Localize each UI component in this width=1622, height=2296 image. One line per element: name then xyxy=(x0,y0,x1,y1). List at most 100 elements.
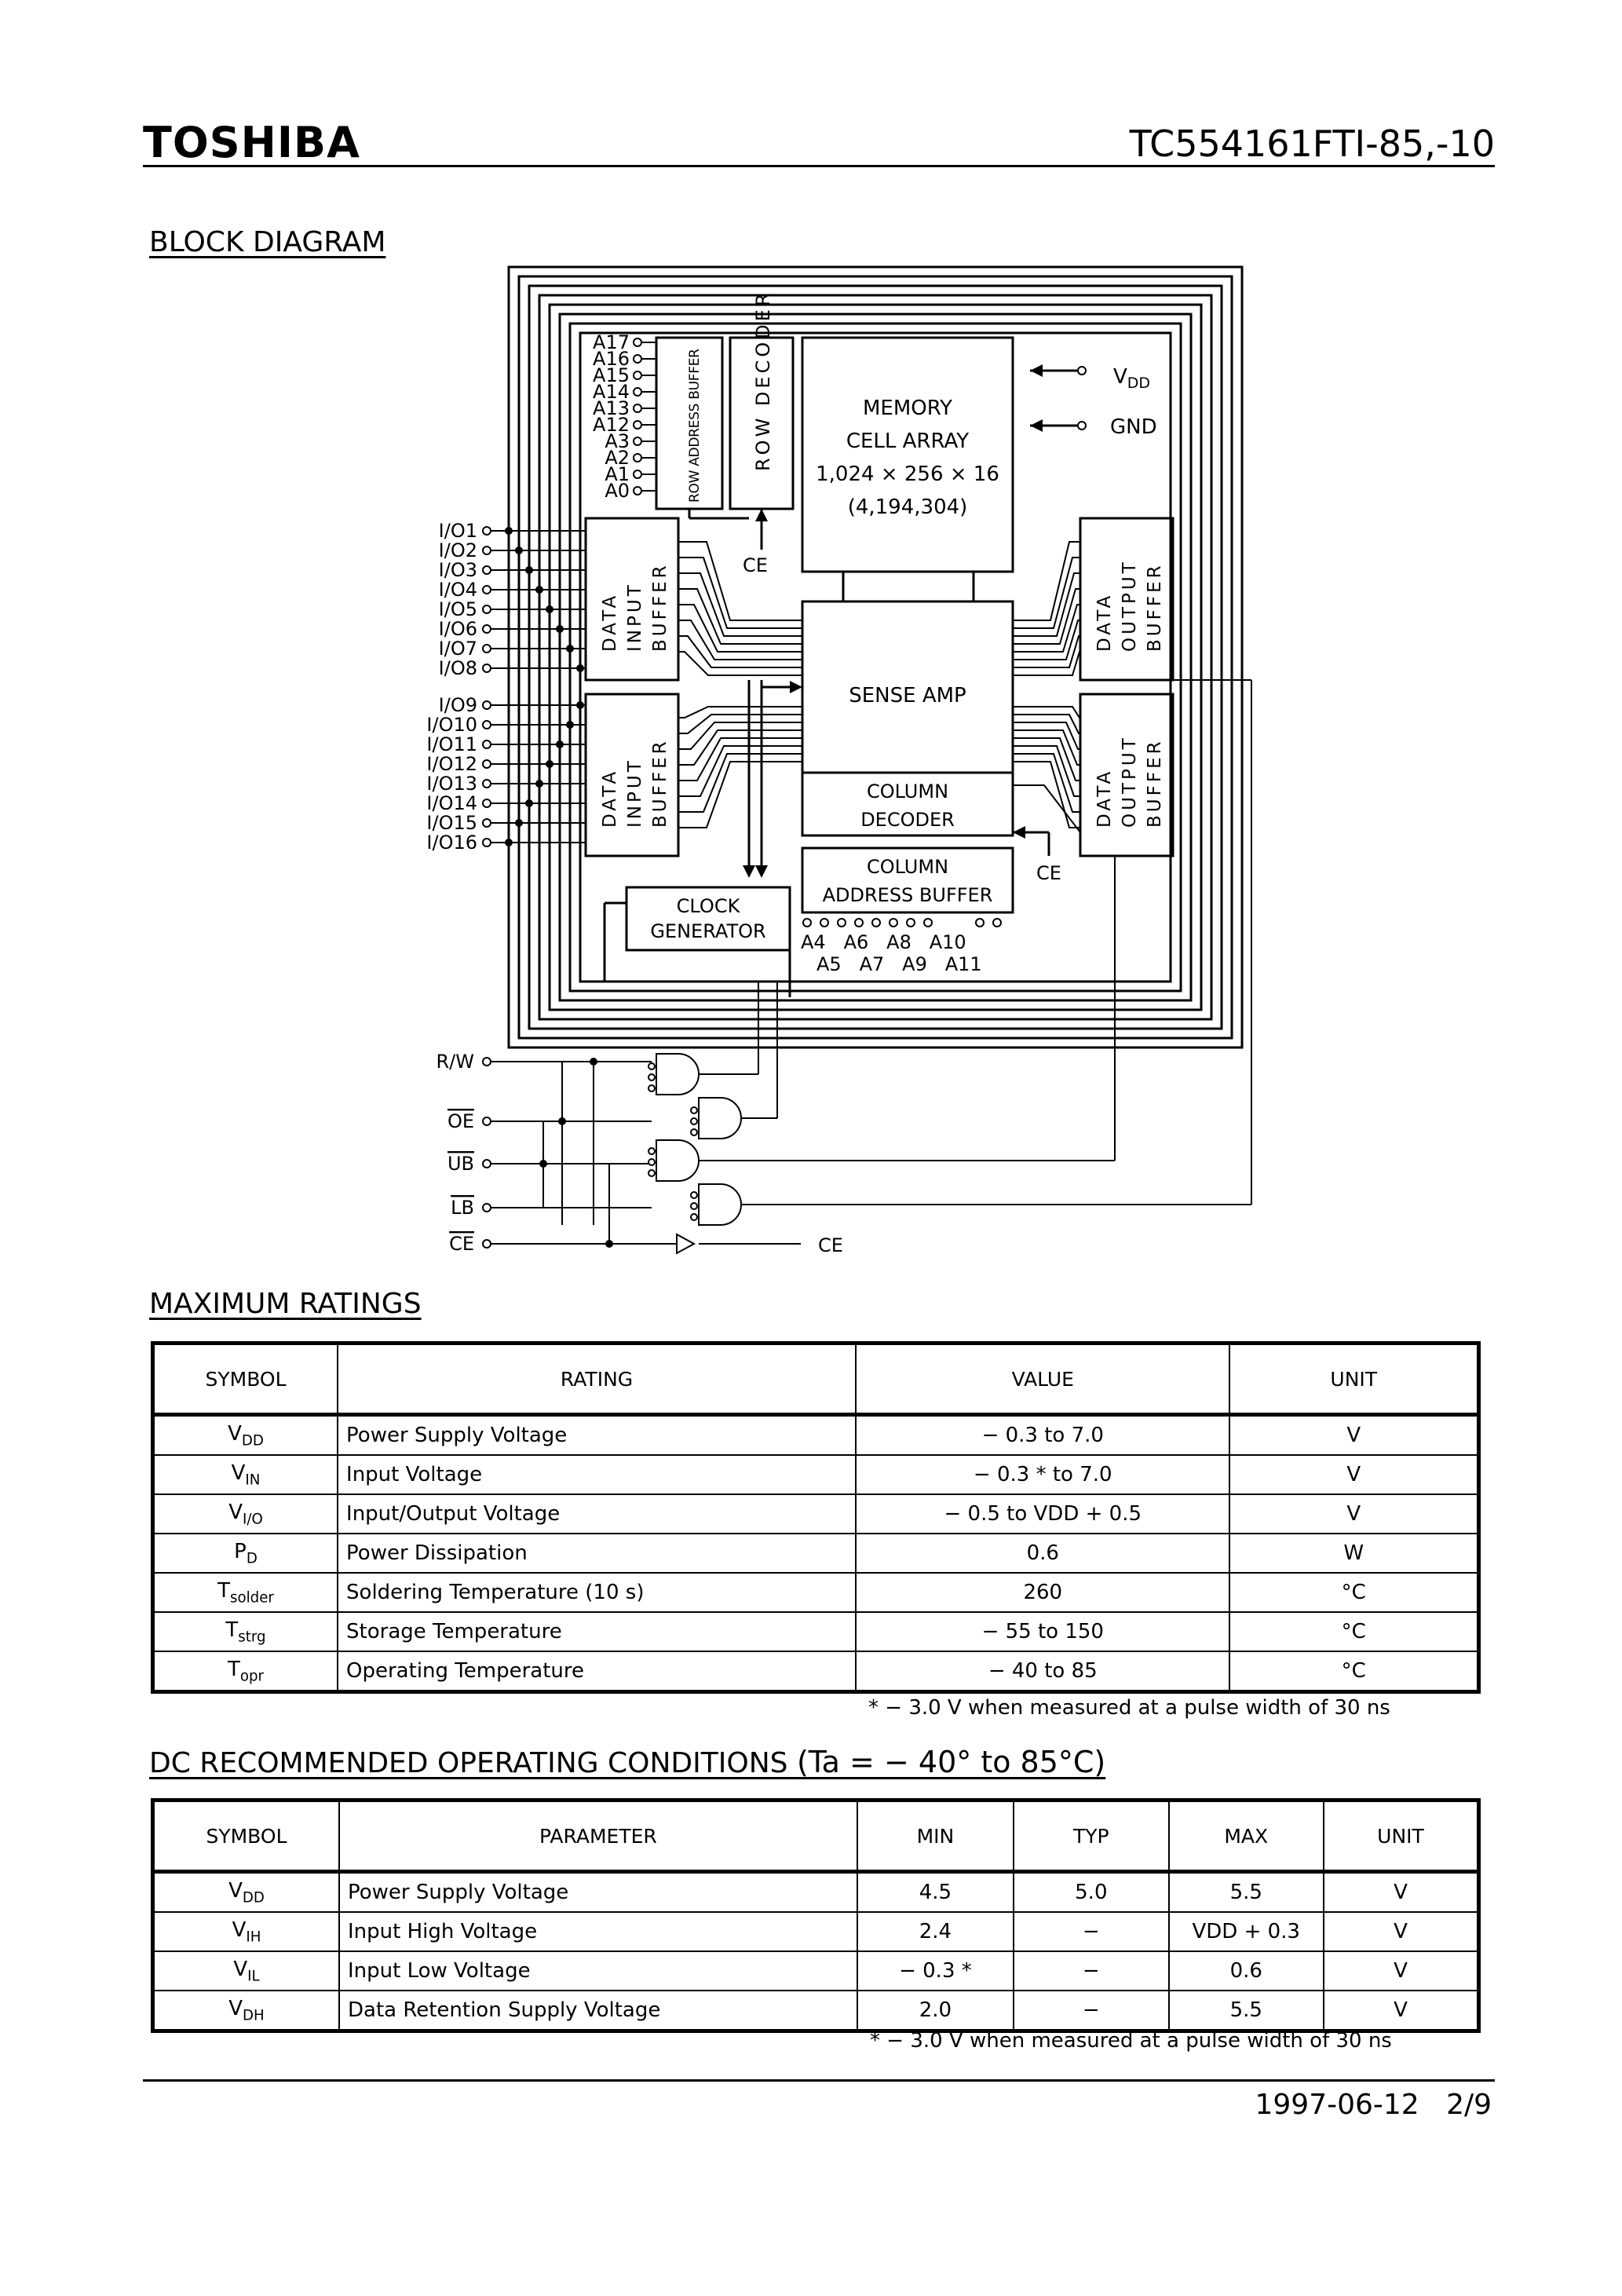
io-label-6: I/O6 xyxy=(439,618,477,640)
io-label-15: I/O15 xyxy=(426,812,477,834)
input-buffer-lower-l3: BUFFER xyxy=(650,738,670,828)
max-ratings-title: MAXIMUM RATINGS xyxy=(149,1288,422,1320)
col-unit: UNIT xyxy=(1322,1799,1480,1873)
page-footer: 1997-06-12 2/9 xyxy=(1255,2089,1492,2121)
input-buffer-upper-l1: DATA xyxy=(600,593,620,652)
ctrl-lb-label: LB xyxy=(451,1197,474,1219)
memory-label-1: MEMORY xyxy=(863,397,952,420)
ce-label-row: CE xyxy=(743,554,768,576)
output-buffer-upper-l3: BUFFER xyxy=(1145,562,1165,652)
column-address-buffer-label-2: ADDRESS BUFFER xyxy=(823,884,993,906)
col-symbol: SYMBOL xyxy=(152,1342,339,1416)
table-row: VIL Input Low Voltage − 0.3 * − 0.6 V xyxy=(152,1951,1480,1991)
gnd-label: GND xyxy=(1110,415,1157,439)
row-address-buffer-label: ROW ADDRESS BUFFER xyxy=(687,345,703,503)
sense-amp-label: SENSE AMP xyxy=(849,684,966,707)
ctrl-ce-label: CE xyxy=(449,1233,474,1255)
table-row: Tstrg Storage Temperature − 55 to 150 °C xyxy=(152,1611,1480,1652)
data-input-buffer-upper xyxy=(584,517,680,682)
column-decoder-label-2: DECODER xyxy=(860,809,955,831)
brand-logo: TOSHIBA xyxy=(143,118,360,167)
dc-conditions-range: (Ta = − 40° to 85°C) xyxy=(796,1745,1106,1779)
data-output-buffer-lower xyxy=(1079,693,1174,857)
pin-a13: A13 xyxy=(593,397,630,419)
row-decoder-label: ROW DECODER xyxy=(752,290,774,471)
block-diagram-title: BLOCK DIAGRAM xyxy=(149,226,386,258)
ctrl-oe-label: OE xyxy=(448,1110,474,1132)
pin-a14: A14 xyxy=(593,381,630,403)
io-label-9: I/O9 xyxy=(439,694,477,716)
output-buffer-lower-l2: OUTPUT xyxy=(1120,735,1140,828)
pin-a12: A12 xyxy=(593,414,630,436)
ce-output-label: CE xyxy=(818,1234,843,1256)
column-pins-top: A4 A6 A8 A10 xyxy=(801,931,966,953)
column-address-buffer-label-1: COLUMN xyxy=(867,856,948,878)
max-ratings-table: SYMBOL RATING VALUE UNIT VDD Power Suppl… xyxy=(151,1341,1481,1694)
column-decoder-label-1: COLUMN xyxy=(867,781,948,803)
io-label-16: I/O16 xyxy=(426,832,477,854)
pin-a0: A0 xyxy=(605,480,630,502)
io-label-11: I/O11 xyxy=(426,733,477,755)
memory-cell-array xyxy=(801,336,1014,573)
column-pins-bottom: A5 A7 A9 A11 xyxy=(816,953,982,975)
vdd-label: VDD xyxy=(1113,365,1150,392)
io-label-12: I/O12 xyxy=(426,753,477,775)
footer-date: 1997-06-12 xyxy=(1255,2089,1419,2121)
input-buffer-lower-l2: INPUT xyxy=(625,758,645,828)
col-min: MIN xyxy=(856,1799,1015,1873)
dc-conditions-title: DC RECOMMENDED OPERATING CONDITIONS (Ta … xyxy=(149,1745,1106,1779)
footer-rule xyxy=(143,2079,1495,2082)
clock-generator-label-1: CLOCK xyxy=(677,895,741,917)
col-rating: RATING xyxy=(337,1342,857,1416)
input-buffer-lower-l1: DATA xyxy=(600,769,620,828)
io-label-2: I/O2 xyxy=(439,539,477,561)
io-label-13: I/O13 xyxy=(426,773,477,795)
header-rule xyxy=(143,165,1495,167)
max-ratings-footnote: * − 3.0 V when measured at a pulse width… xyxy=(868,1696,1390,1720)
table-row: VIH Input High Voltage 2.4 − VDD + 0.3 V xyxy=(152,1911,1480,1952)
output-buffer-upper-l2: OUTPUT xyxy=(1120,559,1140,652)
clock-generator-label-2: GENERATOR xyxy=(650,920,765,942)
memory-label-2: CELL ARRAY xyxy=(846,430,969,453)
pin-a1: A1 xyxy=(605,463,630,485)
io-label-10: I/O10 xyxy=(426,714,477,736)
col-parameter: PARAMETER xyxy=(338,1799,858,1873)
pin-a3: A3 xyxy=(605,430,630,452)
table-row: VDH Data Retention Supply Voltage 2.0 − … xyxy=(152,1990,1480,2032)
pin-a15: A15 xyxy=(593,364,630,386)
io-label-3: I/O3 xyxy=(439,559,477,581)
table-header-row: SYMBOL RATING VALUE UNIT xyxy=(152,1342,1480,1416)
input-buffer-upper-l3: BUFFER xyxy=(650,562,670,652)
part-number: TC554161FTI-85,-10 xyxy=(1129,122,1495,165)
table-row: VI/O Input/Output Voltage − 0.5 to VDD +… xyxy=(152,1493,1480,1534)
io-label-1: I/O1 xyxy=(439,520,477,542)
input-buffer-upper-l2: INPUT xyxy=(625,582,645,652)
data-input-buffer-lower xyxy=(584,693,680,857)
io-label-5: I/O5 xyxy=(439,598,477,620)
pin-a17: A17 xyxy=(593,331,630,353)
ctrl-rw-label: R/W xyxy=(437,1051,475,1073)
data-output-buffer-upper xyxy=(1079,517,1174,682)
col-typ: TYP xyxy=(1013,1799,1170,1873)
column-decoder-block xyxy=(801,771,1014,837)
dc-conditions-table: SYMBOL PARAMETER MIN TYP MAX UNIT VDD Po… xyxy=(151,1798,1481,2033)
table-header-row: SYMBOL PARAMETER MIN TYP MAX UNIT xyxy=(152,1799,1480,1873)
ce-label-column: CE xyxy=(1036,862,1061,884)
dc-conditions-footnote: * − 3.0 V when measured at a pulse width… xyxy=(870,2029,1392,2053)
output-buffer-lower-l1: DATA xyxy=(1094,769,1115,828)
table-row: Topr Operating Temperature − 40 to 85 °C xyxy=(152,1651,1480,1693)
block-diagram: A17 A16 A15 A14 A13 A12 A3 A2 A1 A0 I/O1… xyxy=(426,265,1252,1256)
output-buffer-lower-l3: BUFFER xyxy=(1145,738,1165,828)
col-unit: UNIT xyxy=(1229,1342,1480,1416)
table-row: VDD Power Supply Voltage − 0.3 to 7.0 V xyxy=(152,1413,1480,1456)
io-label-4: I/O4 xyxy=(439,579,477,601)
col-max: MAX xyxy=(1167,1799,1324,1873)
io-label-8: I/O8 xyxy=(439,657,477,679)
pin-a2: A2 xyxy=(605,447,630,469)
ctrl-ub-label: UB xyxy=(448,1153,474,1175)
memory-label-4: (4,194,304) xyxy=(848,495,968,519)
table-row: VDD Power Supply Voltage 4.5 5.0 5.5 V xyxy=(152,1870,1480,1913)
column-address-buffer-block xyxy=(801,846,1014,914)
memory-label-3: 1,024 × 256 × 16 xyxy=(816,462,999,486)
pin-a16: A16 xyxy=(593,348,630,370)
